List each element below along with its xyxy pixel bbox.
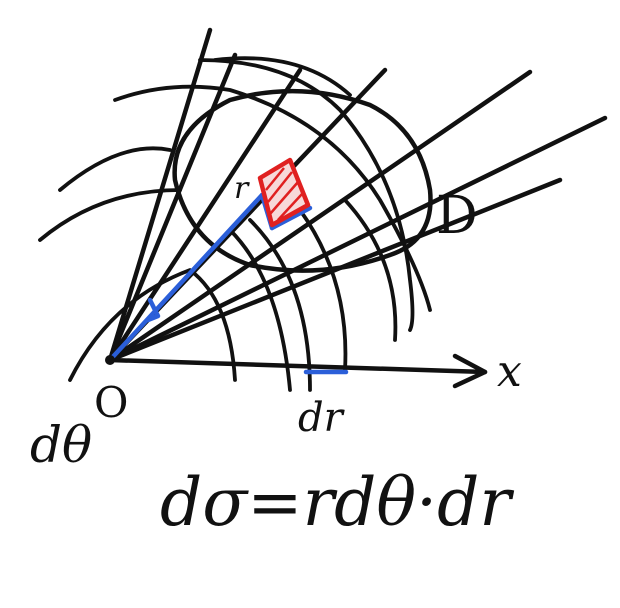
- area-element-dsigma: [257, 157, 311, 228]
- radial-rays: [107, 27, 608, 363]
- r-label: r: [234, 171, 249, 206]
- area-element-formula: dσ=rdθ·dr: [160, 464, 511, 541]
- dr-label: dr: [298, 395, 343, 441]
- radius-r-segment: [107, 192, 265, 363]
- dtheta-angle-mark: [145, 297, 161, 323]
- region-label: D: [436, 186, 478, 246]
- origin-point: [105, 355, 115, 365]
- x-axis: [107, 353, 488, 389]
- region-d-boundary: [172, 88, 433, 273]
- dtheta-label: dθ: [30, 416, 93, 474]
- origin-label: O: [94, 378, 129, 427]
- outer-arc-edge: [269, 205, 313, 231]
- x-axis-label: x: [497, 346, 522, 397]
